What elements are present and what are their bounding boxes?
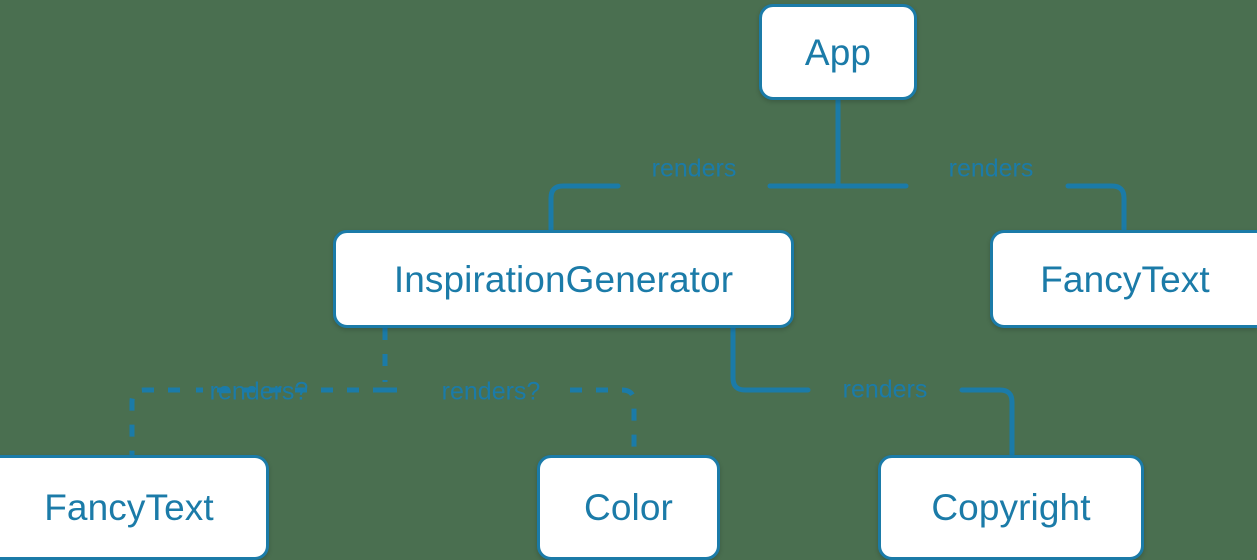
edge-label-app-to-fancytext: renders (948, 154, 1034, 183)
node-color[interactable]: Color (537, 455, 720, 560)
edge-app-to-fancytext (835, 183, 1127, 233)
node-inspirationgenerator[interactable]: InspirationGenerator (333, 230, 794, 328)
node-fancytext-bottom[interactable]: FancyText (0, 455, 269, 560)
node-app[interactable]: App (759, 4, 917, 100)
edge-inspirationgenerator-to-copyright (730, 325, 1015, 458)
node-color-label: Color (584, 487, 673, 528)
node-inspirationgenerator-label: InspirationGenerator (393, 258, 734, 300)
edge-app-to-inspirationgenerator (548, 183, 841, 233)
edge-inspirationgenerator-to-fancytext-dashed (129, 387, 385, 455)
node-fancytext-bottom-label: FancyText (44, 487, 214, 528)
edge-label-inspirationgenerator-to-copyright: renders (842, 375, 928, 404)
node-fancytext-top-label: FancyText (1040, 258, 1210, 300)
edge-label-app-to-inspirationgenerator: renders (651, 154, 737, 183)
edge-label-inspirationgenerator-to-color: renders? (441, 377, 541, 406)
node-app-label: App (804, 31, 872, 73)
edge-label-inspirationgenerator-to-fancytext: renders? (209, 377, 309, 406)
edge-inspirationgenerator-to-color-dashed (385, 387, 637, 455)
node-copyright[interactable]: Copyright (878, 455, 1144, 560)
node-fancytext-top[interactable]: FancyText (990, 230, 1257, 328)
node-copyright-label: Copyright (931, 487, 1091, 528)
